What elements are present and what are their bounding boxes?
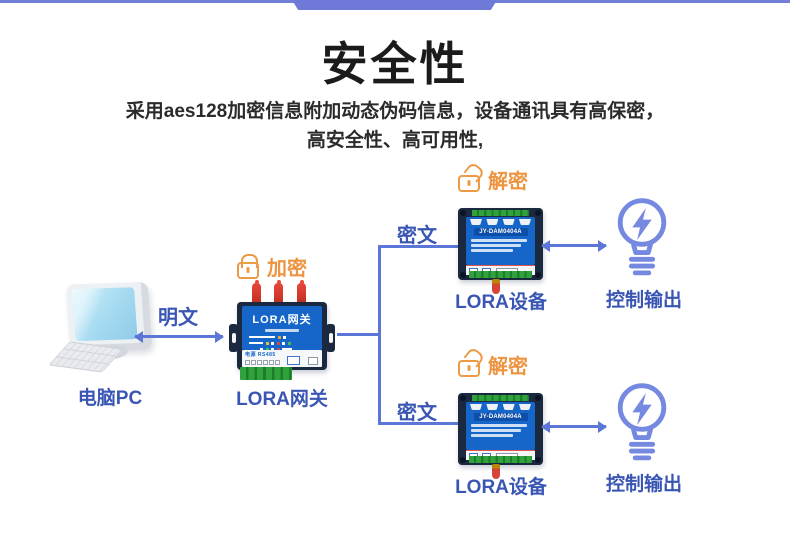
- green-terminal-block: [472, 210, 529, 216]
- monitor-screen: [71, 287, 138, 342]
- device-output-double-arrow: [541, 420, 607, 433]
- gateway-front-panel: LORA网关: [242, 306, 322, 350]
- antenna-connector-icon: [492, 464, 500, 479]
- device-label: LORA设备: [455, 292, 547, 313]
- decrypt-label: 解密: [488, 356, 528, 378]
- encrypt-badge: 加密: [237, 254, 307, 280]
- device-io-strip: [466, 265, 535, 275]
- pc-label: 电脑PC: [77, 388, 143, 409]
- antenna-icon: [274, 280, 283, 304]
- decrypt-badge: 解密: [458, 356, 528, 378]
- pc-node: [48, 281, 160, 378]
- antenna-icon: [297, 280, 306, 304]
- device-model-text: JY-DAM0404A: [473, 413, 528, 421]
- terminal-screws: [245, 360, 280, 365]
- antenna-icon: [252, 280, 261, 304]
- indicator-row: [249, 341, 322, 345]
- device-front-panel: JY-DAM0404A: [466, 217, 535, 265]
- plaintext-label: 明文: [158, 307, 198, 329]
- indicator-row: [249, 335, 322, 339]
- branch-top-line: [378, 245, 458, 248]
- gateway-label: LORA网关: [236, 389, 328, 410]
- lightbulb-lightning-icon: [617, 198, 667, 276]
- gateway-body: LORA网关 电源 RS485: [229, 302, 335, 370]
- subtitle-line-1: 采用aes128加密信息附加动态伪码信息，设备通讯具有高保密，: [125, 101, 665, 122]
- page-title: 安全性: [321, 38, 469, 90]
- top-tab-decoration: [292, 0, 497, 10]
- output-label: 控制输出: [605, 474, 682, 495]
- ciphertext-label: 密文: [397, 402, 437, 424]
- rj45-port-icon: [308, 357, 318, 365]
- mounting-ear: [326, 324, 335, 352]
- encrypt-label: 加密: [267, 258, 307, 280]
- green-terminal-block: [469, 456, 532, 463]
- spec-text-lines: [471, 239, 535, 252]
- output-label: 控制输出: [605, 290, 682, 311]
- branch-stub-line: [337, 333, 379, 336]
- lora-device: JY-DAM0404A: [458, 393, 543, 479]
- lightbulb-lightning-icon: [617, 383, 667, 461]
- ciphertext-label: 密文: [397, 225, 437, 247]
- spec-text-lines: [471, 424, 535, 437]
- device-front-panel: JY-DAM0404A: [466, 402, 535, 450]
- green-terminal-block: [469, 271, 532, 278]
- green-terminal-block: [472, 395, 529, 401]
- gateway-panel-title: LORA网关: [252, 314, 312, 326]
- lock-open-icon: [458, 175, 480, 192]
- plaintext-double-arrow: [134, 330, 224, 343]
- usb-port-icon: [287, 356, 300, 365]
- green-terminal-block: [240, 367, 292, 380]
- antenna-connector-icon: [492, 279, 500, 294]
- page-subtitle: 采用aes128加密信息附加动态伪码信息，设备通讯具有高保密， 高安全性、高可用…: [0, 97, 790, 155]
- branch-vertical-line: [378, 245, 381, 425]
- gateway-power-text: 电源 RS485: [245, 352, 276, 358]
- device-model-text: JY-DAM0404A: [473, 228, 528, 236]
- indicator-row: [260, 347, 322, 350]
- device-output-double-arrow: [541, 239, 607, 252]
- lock-open-icon: [458, 360, 480, 377]
- antenna-symbols-row: [466, 402, 535, 410]
- branch-bottom-line: [378, 422, 458, 425]
- gateway-panel-model-bar: [265, 329, 299, 332]
- lora-gateway-device: LORA网关 电源 RS485: [228, 280, 336, 383]
- device-io-strip: [466, 450, 535, 460]
- lock-closed-icon: [237, 254, 259, 279]
- subtitle-line-2: 高安全性、高可用性,: [306, 130, 484, 151]
- decrypt-badge: 解密: [458, 171, 528, 193]
- device-label: LORA设备: [455, 477, 547, 498]
- gateway-io-strip: 电源 RS485: [242, 350, 322, 367]
- mounting-ear: [229, 324, 238, 352]
- lora-device: JY-DAM0404A: [458, 208, 543, 294]
- decrypt-label: 解密: [488, 171, 528, 193]
- antenna-symbols-row: [466, 217, 535, 225]
